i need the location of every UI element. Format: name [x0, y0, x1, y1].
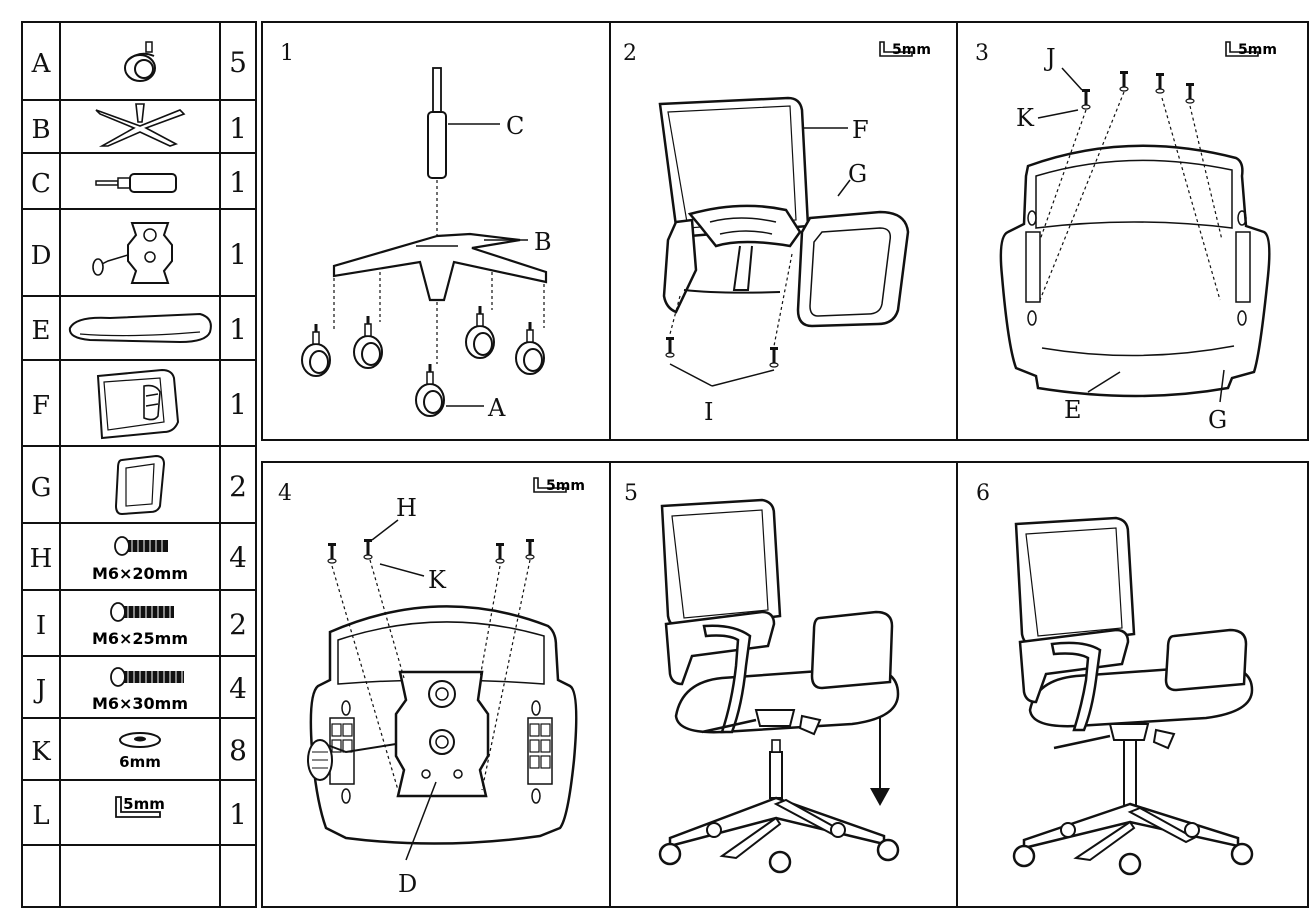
tool-size: 5mm: [546, 478, 585, 494]
callout-label: J: [1043, 44, 1056, 72]
arrow-down-icon: [870, 788, 890, 806]
gas-lift-icon: [95, 173, 177, 193]
part-qty: 1: [229, 238, 247, 271]
step1-illustration: C B A: [301, 67, 552, 422]
bolt-icon: [110, 602, 174, 622]
part-qty: 5: [229, 46, 247, 79]
part-letter: D: [31, 241, 52, 271]
part-qty: 1: [229, 166, 247, 199]
part-letter: F: [32, 391, 50, 421]
seat-cushion-icon: [68, 312, 212, 344]
callout-label: K: [1016, 104, 1035, 132]
part-letter: A: [31, 49, 52, 79]
part-letter: E: [32, 316, 51, 346]
washer-icon: [119, 732, 161, 748]
step-number: 2: [623, 41, 637, 66]
armrest-icon: [114, 454, 166, 516]
steps-grid: [261, 21, 1309, 908]
step-number: 3: [975, 41, 989, 66]
part-qty: 8: [229, 734, 247, 767]
callout-label: I: [704, 398, 713, 426]
part-letter: G: [31, 473, 52, 503]
callout-label: A: [487, 394, 506, 422]
tool-size: 5mm: [892, 42, 931, 58]
callout-label: D: [398, 870, 417, 898]
part-qty: 1: [229, 313, 247, 346]
bolt-icon: [110, 667, 184, 687]
step-number: 6: [976, 481, 990, 506]
part-letter: K: [31, 737, 51, 767]
parts-table: A B C D E F G H I J K L 5 1 1 1 1 1 2 4 …: [21, 21, 257, 908]
part-letter: L: [32, 801, 49, 831]
part-qty: 2: [229, 608, 247, 641]
callout-label: F: [852, 116, 869, 144]
step-number: 5: [624, 481, 638, 506]
callout-label: B: [534, 228, 552, 256]
tool-size: 5mm: [1238, 42, 1277, 58]
callout-label: G: [1208, 406, 1227, 434]
step5-illustration: [658, 498, 900, 874]
callout-label: E: [1064, 396, 1082, 424]
callout-label: H: [396, 494, 417, 522]
bolt-spec: M6×30mm: [92, 694, 188, 713]
backrest-icon: [96, 368, 180, 440]
callout-label: G: [848, 160, 867, 188]
bolt-spec: M6×25mm: [92, 629, 188, 648]
part-qty: 4: [229, 672, 247, 705]
hex-key-spec: 5mm: [123, 795, 165, 813]
step-number: 4: [278, 481, 292, 506]
part-qty: 1: [229, 388, 247, 421]
callout-label: C: [506, 112, 524, 140]
part-qty: 4: [229, 541, 247, 574]
callout-label: K: [428, 566, 447, 594]
step6-illustration: [1012, 516, 1254, 876]
part-letter: J: [33, 675, 46, 705]
part-letter: I: [36, 611, 46, 641]
caster-wheel-icon: [124, 41, 156, 82]
part-qty: 1: [229, 112, 247, 145]
part-letter: B: [31, 115, 50, 145]
step2-illustration: F G I: [658, 96, 910, 426]
step4-illustration: H K D: [307, 494, 578, 898]
seat-mechanism-icon: [92, 222, 173, 284]
hex-key-icon: [115, 796, 161, 818]
step-number: 1: [280, 41, 294, 66]
washer-spec: 6mm: [119, 753, 161, 771]
part-qty: 2: [229, 470, 247, 503]
step3-illustration: J K E G: [999, 44, 1271, 434]
bolt-icon: [114, 536, 168, 556]
part-qty: 1: [229, 798, 247, 831]
chair-base-icon: [95, 103, 186, 147]
bolt-spec: M6×20mm: [92, 564, 188, 583]
part-letter: H: [30, 544, 53, 574]
part-letter: C: [31, 169, 51, 199]
